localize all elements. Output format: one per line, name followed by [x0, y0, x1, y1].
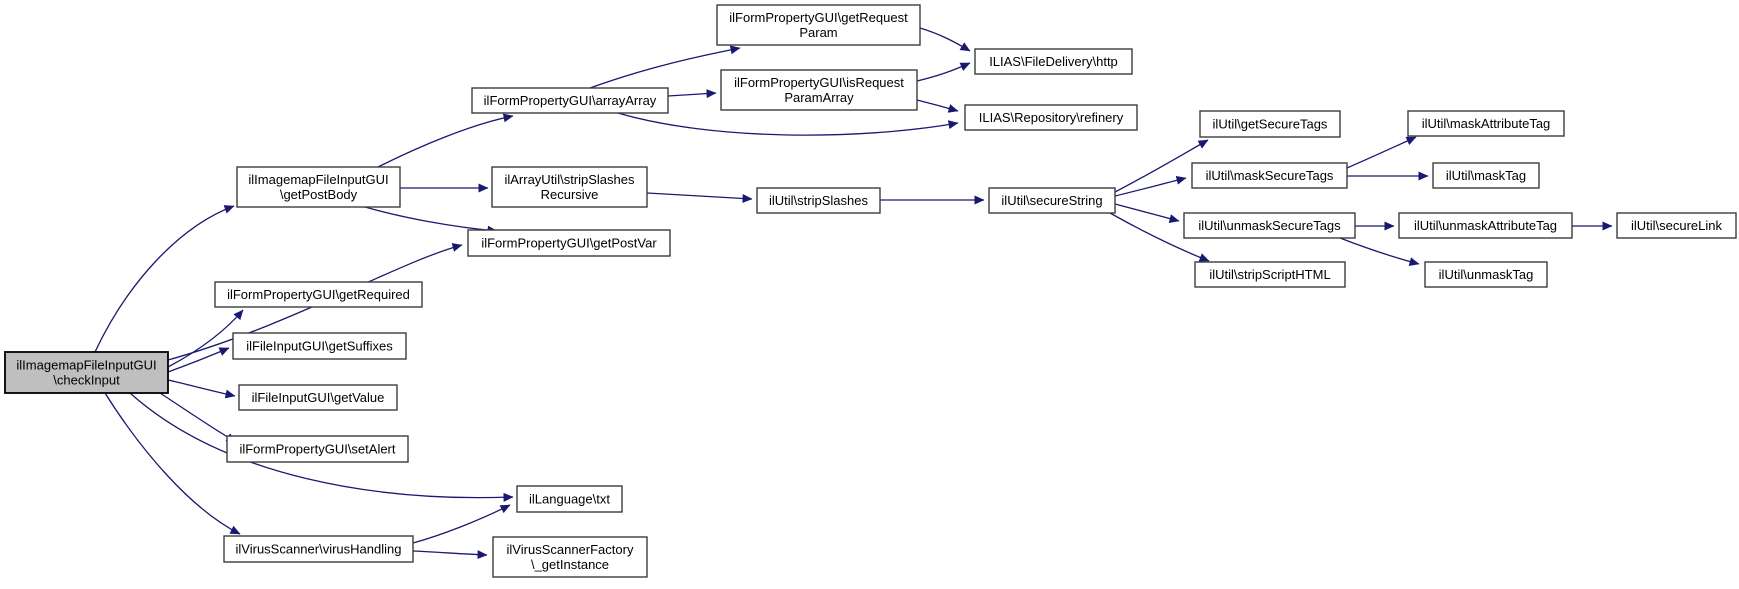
- node-label: ILIAS\Repository\refinery: [979, 110, 1124, 125]
- edge-secureString-to-getSecureTags: [1114, 139, 1209, 193]
- edge-arrayArray-to-getRequestParam: [589, 45, 741, 89]
- node-label: ilUtil\unmaskAttributeTag: [1414, 218, 1557, 233]
- edge-checkInput-to-getSuffixes: [167, 347, 230, 373]
- node-getPostVar[interactable]: ilFormPropertyGUI\getPostVar: [467, 229, 671, 257]
- node-setAlert[interactable]: ilFormPropertyGUI\setAlert: [226, 435, 409, 463]
- edge-stripSlashesRecursive-to-stripSlashes: [646, 192, 753, 203]
- edge-checkInput-to-getValue: [167, 379, 236, 399]
- node-secureString[interactable]: ilUtil\secureString: [988, 187, 1116, 214]
- node-label: \getPostBody: [280, 187, 358, 202]
- node-label: ilLanguage\txt: [529, 492, 610, 507]
- node-label: ilUtil\stripScriptHTML: [1209, 267, 1330, 282]
- node-label: ilArrayUtil\stripSlashes: [504, 172, 635, 187]
- node-label: ilVirusScanner\virusHandling: [236, 542, 402, 557]
- node-label: ilImagemapFileInputGUI: [248, 172, 388, 187]
- node-label: ilFormPropertyGUI\setAlert: [239, 442, 395, 457]
- node-label: ilFileInputGUI\getValue: [252, 390, 385, 405]
- edge-secureString-to-stripScriptHTML: [1109, 212, 1210, 262]
- edge-isRequestParamArray-to-refinery: [916, 99, 959, 113]
- node-label: ilUtil\maskSecureTags: [1206, 168, 1334, 183]
- node-label: ilUtil\maskAttributeTag: [1422, 116, 1551, 131]
- node-http[interactable]: ILIAS\FileDelivery\http: [974, 48, 1133, 75]
- edge-checkInput-to-setAlert: [159, 392, 237, 443]
- node-checkInput: ilImagemapFileInputGUI\checkInput: [4, 351, 169, 394]
- node-unmaskAttributeTag[interactable]: ilUtil\unmaskAttributeTag: [1398, 212, 1573, 239]
- node-label: \checkInput: [53, 373, 120, 388]
- node-refinery[interactable]: ILIAS\Repository\refinery: [964, 104, 1138, 131]
- node-label: ilVirusScannerFactory: [507, 542, 634, 557]
- node-label: ilUtil\unmaskSecureTags: [1198, 218, 1341, 233]
- node-label: ilUtil\maskTag: [1446, 168, 1526, 183]
- edge-isRequestParamArray-to-http: [916, 62, 971, 82]
- edge-virusHandling-to-txt: [412, 504, 511, 544]
- node-label: \_getInstance: [531, 557, 609, 572]
- node-stripScriptHTML[interactable]: ilUtil\stripScriptHTML: [1194, 261, 1346, 288]
- node-getRequired[interactable]: ilFormPropertyGUI\getRequired: [214, 281, 423, 308]
- node-label: ilFormPropertyGUI\getPostVar: [481, 236, 657, 251]
- node-maskAttributeTag[interactable]: ilUtil\maskAttributeTag: [1407, 110, 1565, 137]
- node-getInstance[interactable]: ilVirusScannerFactory\_getInstance: [492, 536, 648, 578]
- edge-checkInput-to-getPostBody: [94, 205, 235, 353]
- node-label: ilUtil\unmaskTag: [1439, 267, 1534, 282]
- edge-arrayArray-to-isRequestParamArray: [667, 89, 717, 99]
- edge-getPostBody-to-arrayArray: [377, 113, 514, 168]
- node-getPostBody[interactable]: ilImagemapFileInputGUI\getPostBody: [236, 166, 401, 208]
- edge-checkInput-to-virusHandling: [104, 392, 241, 535]
- node-getSecureTags[interactable]: ilUtil\getSecureTags: [1199, 110, 1341, 138]
- node-getValue[interactable]: ilFileInputGUI\getValue: [238, 384, 398, 411]
- node-maskTag[interactable]: ilUtil\maskTag: [1432, 162, 1540, 189]
- edge-maskSecureTags-to-maskAttributeTag: [1346, 136, 1417, 169]
- edge-unmaskSecureTags-to-unmaskTag: [1339, 237, 1420, 266]
- node-label: Recursive: [541, 187, 599, 202]
- node-label: ilUtil\secureLink: [1631, 218, 1723, 233]
- node-virusHandling[interactable]: ilVirusScanner\virusHandling: [223, 535, 414, 563]
- node-unmaskTag[interactable]: ilUtil\unmaskTag: [1424, 261, 1548, 288]
- edge-virusHandling-to-getInstance: [412, 550, 488, 560]
- node-label: ilUtil\getSecureTags: [1213, 117, 1328, 132]
- node-label: ilFormPropertyGUI\arrayArray: [484, 93, 657, 108]
- node-label: Param: [799, 25, 837, 40]
- node-label: ilFormPropertyGUI\isRequest: [734, 75, 904, 90]
- node-label: ilFormPropertyGUI\getRequest: [729, 10, 908, 25]
- node-txt[interactable]: ilLanguage\txt: [516, 485, 623, 513]
- node-maskSecureTags[interactable]: ilUtil\maskSecureTags: [1191, 162, 1348, 189]
- node-label: ilUtil\stripSlashes: [769, 193, 868, 208]
- node-label: ilFormPropertyGUI\getRequired: [227, 287, 410, 302]
- edge-secureString-to-unmaskSecureTags: [1114, 203, 1180, 223]
- node-label: ParamArray: [784, 90, 854, 105]
- edge-checkInput-to-getRequired: [167, 309, 244, 368]
- edge-arrayArray-to-refinery: [617, 112, 959, 136]
- node-label: ilImagemapFileInputGUI: [16, 358, 156, 373]
- node-getSuffixes[interactable]: ilFileInputGUI\getSuffixes: [232, 332, 407, 360]
- node-arrayArray[interactable]: ilFormPropertyGUI\arrayArray: [471, 87, 669, 114]
- node-label: ilFileInputGUI\getSuffixes: [246, 339, 393, 354]
- node-stripSlashes[interactable]: ilUtil\stripSlashes: [756, 187, 881, 214]
- node-secureLink[interactable]: ilUtil\secureLink: [1616, 212, 1737, 239]
- node-label: ilUtil\secureString: [1001, 193, 1102, 208]
- edge-getPostBody-to-getPostVar: [364, 206, 498, 235]
- edge-getRequestParam-to-http: [919, 27, 971, 52]
- edge-secureString-to-maskSecureTags: [1114, 175, 1187, 197]
- edge-checkInput-to-txt: [129, 392, 514, 502]
- node-unmaskSecureTags[interactable]: ilUtil\unmaskSecureTags: [1183, 212, 1356, 239]
- node-label: ILIAS\FileDelivery\http: [989, 54, 1118, 69]
